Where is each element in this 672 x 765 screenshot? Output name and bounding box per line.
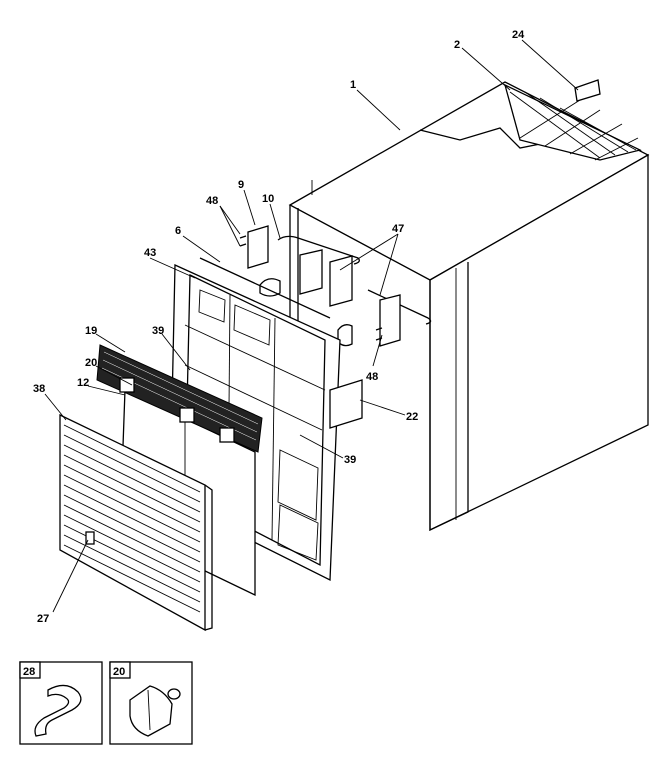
callout-9: 9 xyxy=(238,179,244,191)
callout-2: 2 xyxy=(454,39,460,51)
callout-6: 6 xyxy=(175,225,181,237)
inset-clip-part: 28 xyxy=(19,661,103,745)
leader-lines xyxy=(44,39,579,613)
bracket-parts xyxy=(239,225,432,347)
callout-1: 1 xyxy=(350,79,356,91)
label-plate-part xyxy=(574,79,601,102)
inset-knob-part: 20 xyxy=(109,661,193,745)
callout-27: 27 xyxy=(37,613,49,625)
louver-strip-part xyxy=(96,344,263,453)
callout-10: 10 xyxy=(262,193,274,205)
callout-43: 43 xyxy=(144,247,156,259)
callout-22: 22 xyxy=(406,411,418,423)
callout-48-bottom: 48 xyxy=(366,371,378,383)
callout-24: 24 xyxy=(512,29,525,41)
callout-48-top: 48 xyxy=(206,195,218,207)
insulation-mesh-part xyxy=(503,83,642,161)
callout-labels: 1 2 24 9 10 48 6 47 43 19 39 20 12 38 48… xyxy=(33,29,525,625)
callout-39-bottom: 39 xyxy=(344,454,356,466)
front-grille-part xyxy=(59,413,213,632)
callout-19: 19 xyxy=(85,325,97,337)
inset-label-28: 28 xyxy=(23,666,35,678)
callout-12: 12 xyxy=(77,377,89,389)
callout-20: 20 xyxy=(85,357,97,369)
callout-38: 38 xyxy=(33,383,45,395)
inset-label-20: 20 xyxy=(113,666,125,678)
callout-39-top: 39 xyxy=(152,325,164,337)
callout-47: 47 xyxy=(392,223,404,235)
